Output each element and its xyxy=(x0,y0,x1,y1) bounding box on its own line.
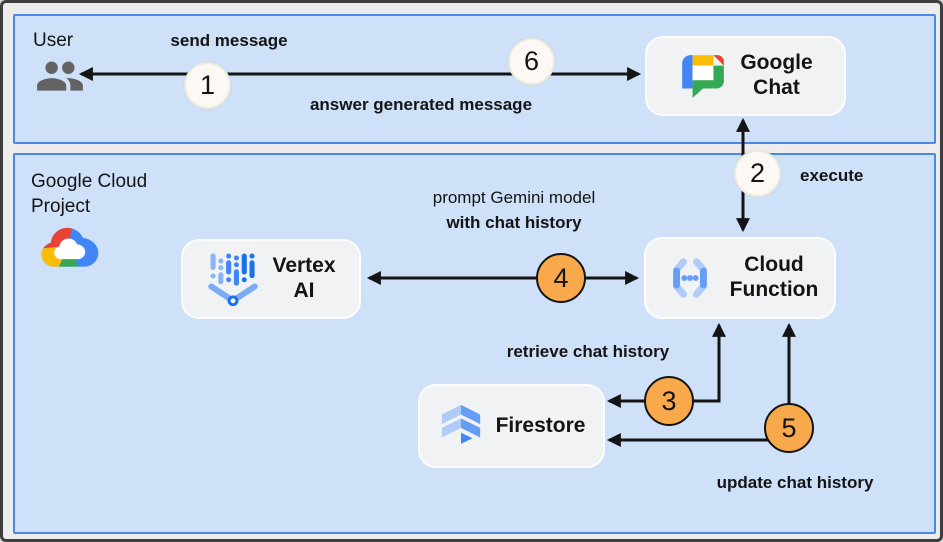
google-chat-icon xyxy=(678,50,728,102)
label-prompt-gemini-line1: prompt Gemini model xyxy=(432,188,596,207)
google-cloud-logo-icon xyxy=(39,221,101,276)
node-google-chat: Google Chat xyxy=(645,36,846,116)
label-answer-generated-message: answer generated message xyxy=(309,95,533,114)
vertex-ai-icon xyxy=(206,248,260,310)
cloud-zone-title: Google Cloud Project xyxy=(31,169,147,219)
label-send-message: send message xyxy=(170,31,288,50)
node-firestore: Firestore xyxy=(418,384,605,468)
node-cloud-function-label: Cloud Function xyxy=(729,253,819,301)
node-cloud-function: Cloud Function xyxy=(644,237,836,319)
cloud-zone-title-line1: Google Cloud xyxy=(31,171,148,192)
step-3-marker: 3 xyxy=(644,376,694,426)
label-execute: execute xyxy=(800,166,864,185)
label-retrieve-chat-history: retrieve chat history xyxy=(506,342,670,361)
node-vertex-ai-label: Vertex AI xyxy=(272,254,336,302)
step-2-marker: 2 xyxy=(734,150,781,197)
label-prompt-gemini-line2: with chat history xyxy=(446,212,582,232)
cloud-zone-title-line2: Project xyxy=(31,196,91,218)
user-label: User xyxy=(33,30,74,51)
node-vertex-ai: Vertex AI xyxy=(181,239,361,319)
step-6-marker: 6 xyxy=(508,38,555,85)
label-prompt-gemini: prompt Gemini model with chat history xyxy=(394,186,634,235)
node-google-chat-label: Google Chat xyxy=(740,51,813,99)
node-firestore-label: Firestore xyxy=(495,413,586,437)
cloud-function-icon xyxy=(662,252,718,304)
step-4-marker: 4 xyxy=(536,253,586,303)
label-update-chat-history: update chat history xyxy=(716,473,874,492)
people-icon xyxy=(35,51,85,102)
step-1-marker: 1 xyxy=(184,62,231,109)
firestore-icon xyxy=(438,401,484,451)
step-5-marker: 5 xyxy=(764,403,814,453)
